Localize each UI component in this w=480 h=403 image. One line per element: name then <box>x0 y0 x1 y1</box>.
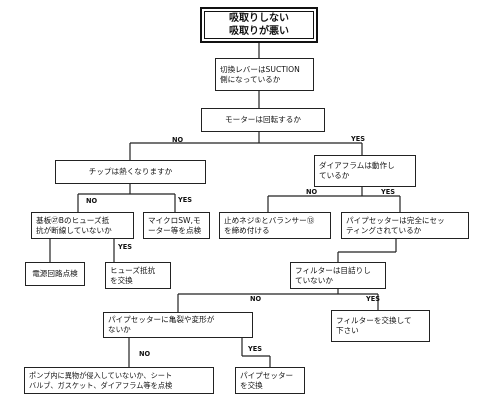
label-no-diaphragm: NO <box>306 188 318 196</box>
node-pump-check: ポンプ内に異物が侵入していないか、シート バルブ、ガスケット、ダイアフラム等を点… <box>24 367 214 394</box>
label-no-pipe-crack: NO <box>139 350 151 358</box>
label-yes-fuse: YES <box>118 243 133 251</box>
node-filter-clog: フィルターは目詰りし ていないか <box>290 262 386 289</box>
label-yes-pipe-crack: YES <box>248 345 263 353</box>
label-yes-filter: YES <box>366 295 381 303</box>
node-fuse-check: 基板㉗Bのヒューズ抵 抗が断線していないか <box>31 212 134 239</box>
node-tip-hot: チップは熱くなりますか <box>55 160 206 184</box>
node-filter-replace: フィルターを交換して 下さい <box>331 310 430 342</box>
label-no-tip: NO <box>86 197 98 205</box>
node-diaphragm: ダイアフラムは動作し ているか <box>314 155 416 187</box>
label-yes-tip: YES <box>178 196 193 204</box>
node-pipe-replace: パイプセッター を交換 <box>235 367 305 394</box>
label-no-filter: NO <box>250 295 262 303</box>
node-power-circuit: 電源回路点検 <box>25 262 85 286</box>
label-no-motor: NO <box>172 136 184 144</box>
node-pipe-set: パイプセッターは完全にセッ ティングされているか <box>341 212 469 239</box>
node-fuse-replace: ヒューズ抵抗 を交換 <box>105 262 171 289</box>
node-motor: モーターは回転するか <box>201 108 325 132</box>
node-pipe-crack: パイプセッターに亀裂や変形が ないか <box>103 312 253 338</box>
label-yes-diaphragm: YES <box>381 188 396 196</box>
title-box: 吸取りしない 吸取りが悪い <box>200 7 318 43</box>
node-lever: 切換レバーはSUCTION 側になっているか <box>215 58 314 91</box>
label-yes-motor: YES <box>351 135 366 143</box>
node-screw: 止めネジ⑤とバランサー⑬ を締め付ける <box>219 212 331 239</box>
node-micro-sw: マイクロSW,モ ーター等を点検 <box>143 212 210 239</box>
title-line-2: 吸取りが悪い <box>229 26 289 37</box>
title-line-1: 吸取りしない <box>229 12 289 24</box>
